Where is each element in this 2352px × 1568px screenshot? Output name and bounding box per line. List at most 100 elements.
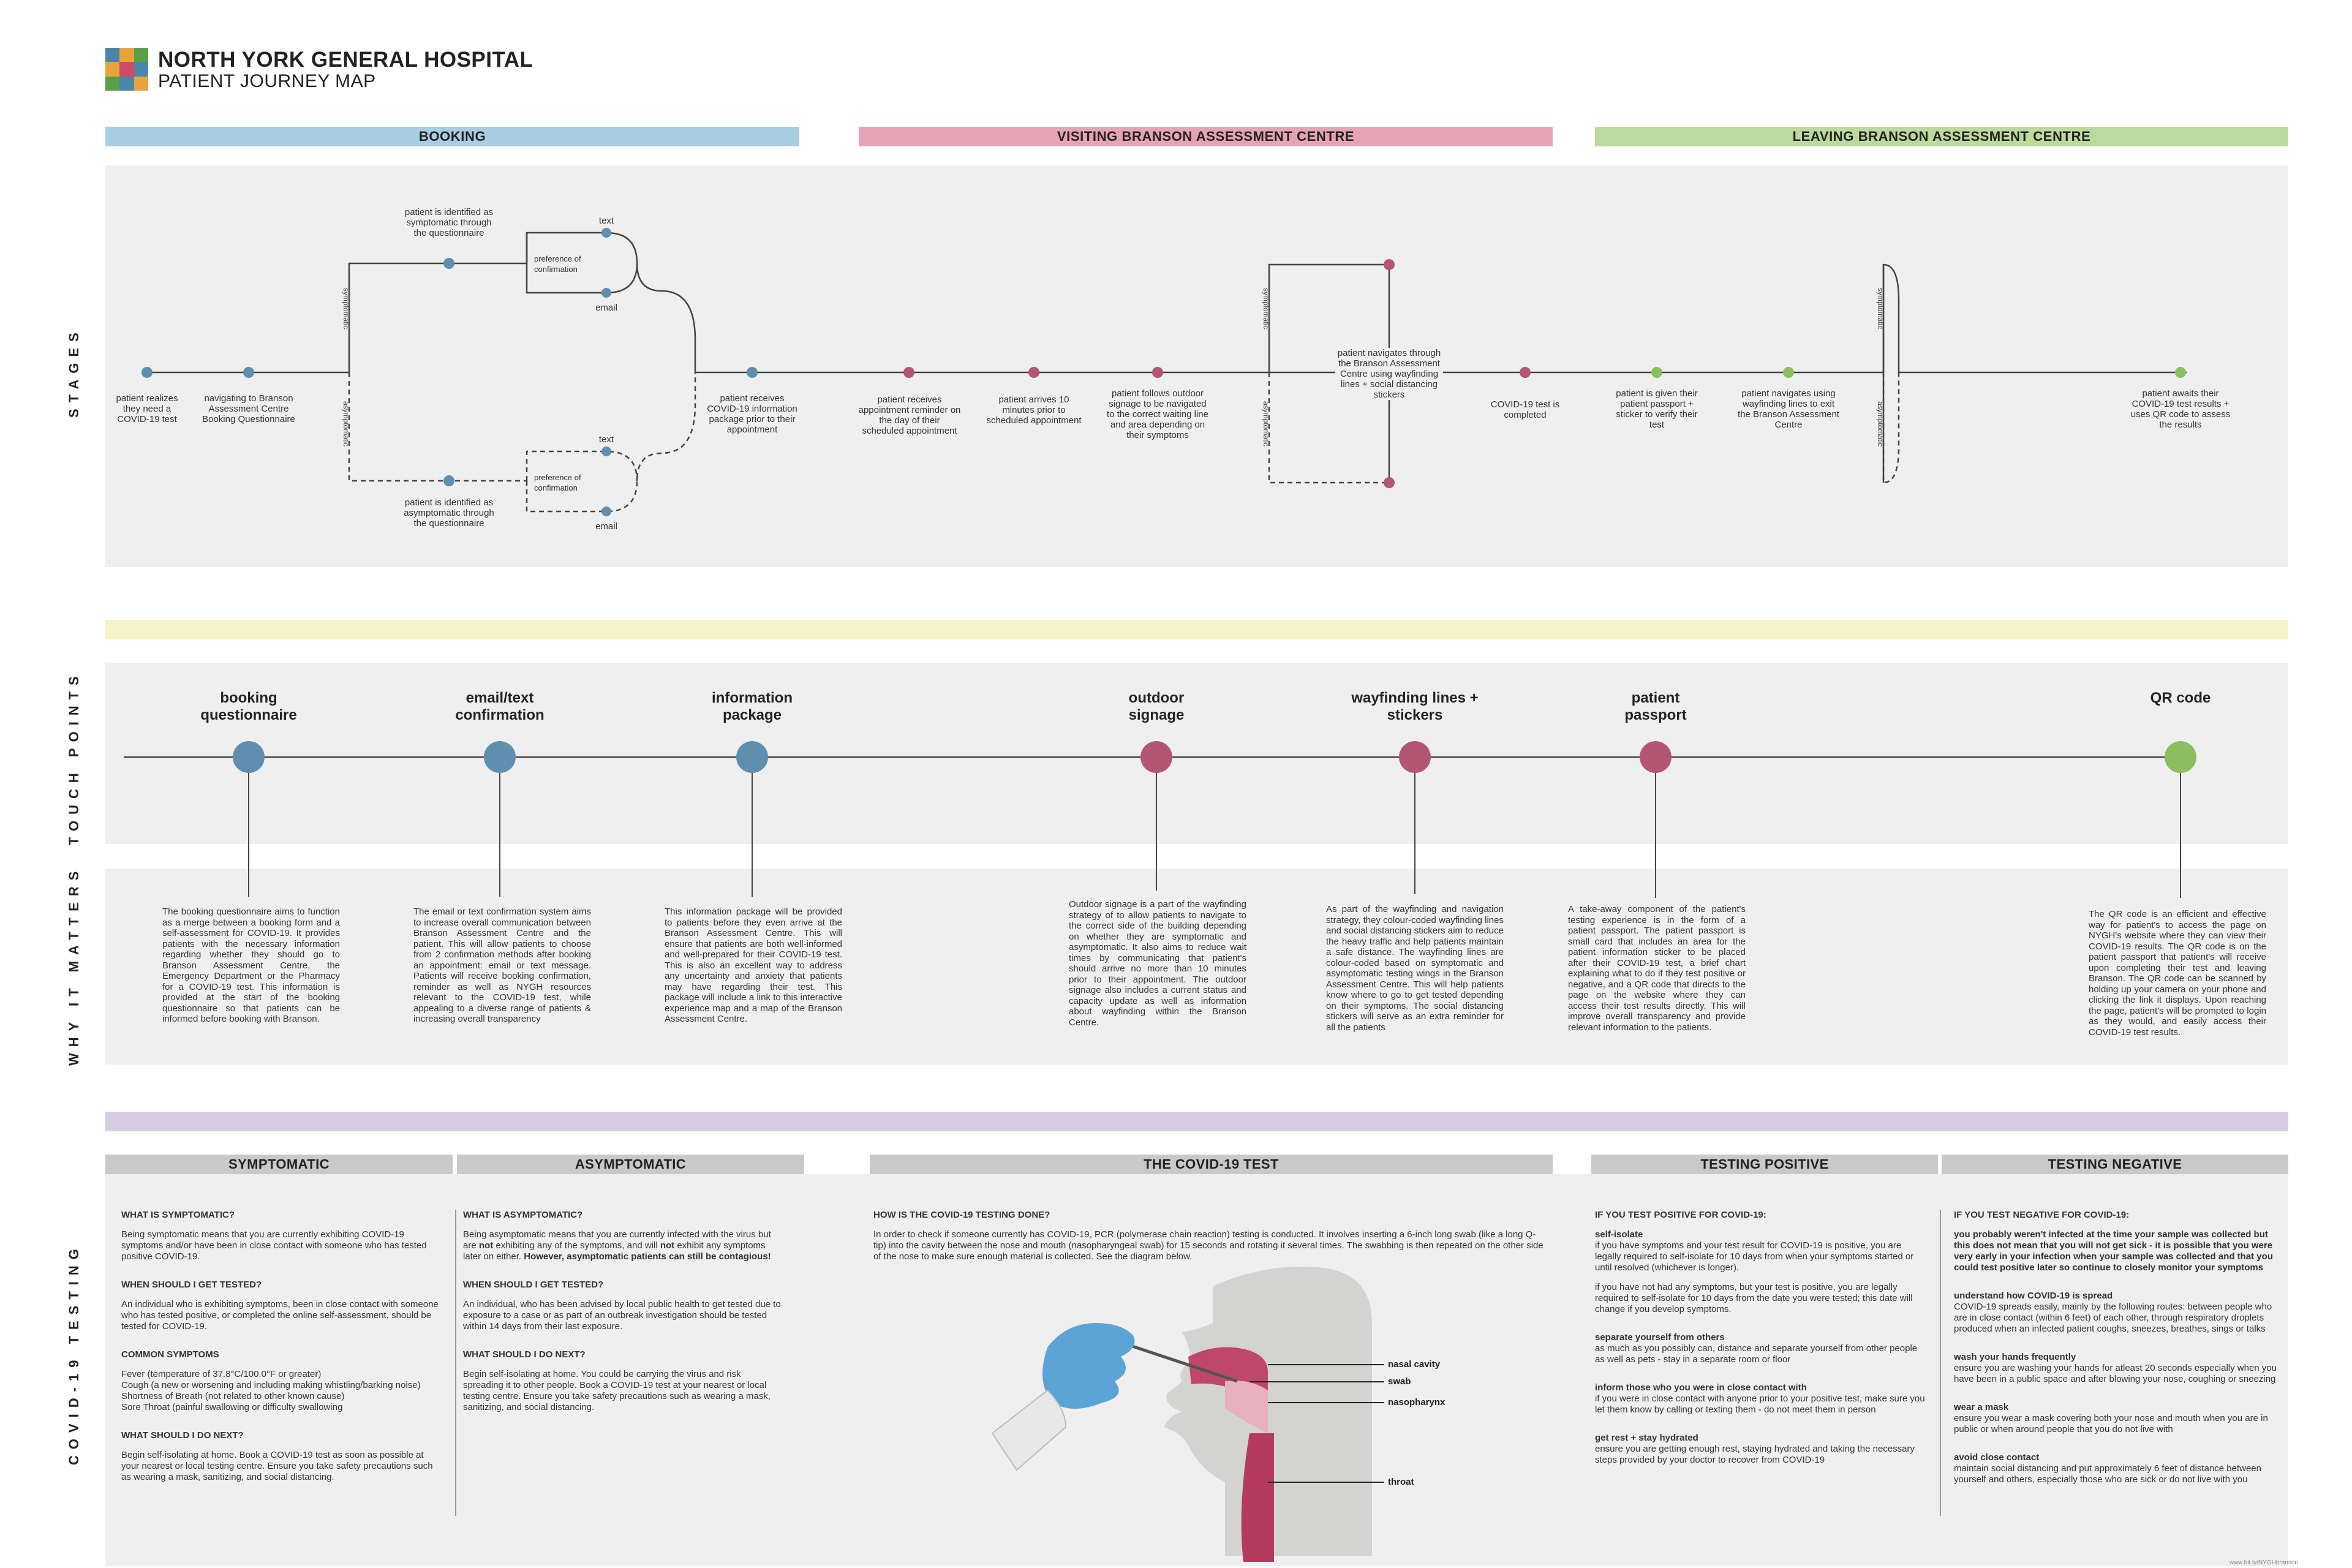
col-covid-test: HOW IS THE COVID-19 TESTING DONE? In ord…	[873, 1210, 1547, 1280]
page-title: NORTH YORK GENERAL HOSPITAL	[158, 48, 533, 72]
why-panel	[105, 869, 2288, 1065]
tp-label-wayfinding: wayfinding lines + stickers	[1351, 690, 1479, 723]
tp-label-qr: QR code	[2150, 690, 2211, 706]
why-booking: The booking questionnaire aims to functi…	[162, 907, 340, 1024]
main-flow-line	[147, 232, 1389, 374]
q-common-symptoms: COMMON SYMPTOMS	[121, 1349, 219, 1360]
col-testing-positive: IF YOU TEST POSITIVE FOR COVID-19: self-…	[1595, 1210, 1926, 1483]
header-asymptomatic: ASYMPTOMATIC	[457, 1155, 804, 1174]
q-if-positive: IF YOU TEST POSITIVE FOR COVID-19:	[1595, 1210, 1766, 1220]
footer-link[interactable]: www.bit.ly/NYGHbranson	[2229, 1559, 2298, 1566]
a-what-asymptomatic: Being asymptomatic means that you are cu…	[463, 1229, 782, 1262]
page-subtitle: PATIENT JOURNEY MAP	[158, 71, 376, 91]
stage-dot	[1152, 367, 1163, 378]
negative-subhead: avoid close contact	[1954, 1452, 2040, 1463]
stage-navigates-exit: patient navigates using wayfinding lines…	[1738, 388, 1839, 430]
a-what-symptomatic: Being symptomatic means that you are cur…	[121, 1229, 427, 1262]
hospital-logo	[105, 48, 148, 91]
nasopharynx	[1225, 1381, 1268, 1433]
label-throat: throat	[1388, 1477, 1414, 1487]
tp-label-booking: booking questionnaire	[200, 690, 297, 723]
a-what-next-asym: Begin self-isolating at home. You could …	[463, 1369, 771, 1412]
stage-identified-symptomatic: patient is identified as symptomatic thr…	[404, 207, 494, 238]
tp-dot-qr[interactable]	[2165, 741, 2196, 773]
stage-awaits-results: patient awaits their COVID-19 test resul…	[2130, 388, 2231, 430]
logo-cell	[119, 62, 134, 77]
stage-dot	[1384, 259, 1395, 270]
header-testing-negative: TESTING NEGATIVE	[1942, 1155, 2288, 1174]
header-testing-positive: TESTING POSITIVE	[1591, 1155, 1938, 1174]
phase-booking: BOOKING	[105, 127, 799, 146]
label-nasal-cavity: nasal cavity	[1388, 1359, 1441, 1370]
col-testing-negative: IF YOU TEST NEGATIVE FOR COVID-19: you p…	[1954, 1210, 2278, 1502]
logo-cell	[134, 62, 148, 77]
negative-text: maintain social distancing and put appro…	[1954, 1463, 2261, 1485]
stages-diagram	[141, 228, 2187, 516]
symptom-item: Shortness of Breath (not related to othe…	[121, 1391, 345, 1401]
positive-text: as much as you possibly can, distance an…	[1595, 1343, 1918, 1365]
symptom-item: Cough (a new or worsening and including …	[121, 1380, 421, 1390]
positive-subhead: separate yourself from others	[1595, 1332, 1725, 1343]
stage-dot	[1028, 367, 1039, 378]
touchpoints-diagram	[124, 741, 2196, 898]
stage-arrives: patient arrives 10 minutes prior to sche…	[986, 394, 1082, 426]
negative-text: COVID-19 spreads easily, mainly by the f…	[1954, 1302, 2272, 1334]
stage-dot	[747, 367, 758, 378]
stage-dot	[1651, 367, 1662, 378]
tp-dot-booking[interactable]	[233, 741, 265, 773]
negative-subhead: wear a mask	[1954, 1402, 2009, 1412]
throat	[1241, 1433, 1274, 1562]
negative-subhead: wash your hands frequently	[1954, 1352, 2076, 1362]
a-how-testing: In order to check if someone currently h…	[873, 1229, 1544, 1262]
q-what-symptomatic: WHAT IS SYMPTOMATIC?	[121, 1210, 235, 1220]
logo-cell	[105, 48, 120, 62]
logo-cell	[119, 48, 134, 62]
positive-text-2: if you have not had any symptoms, but yo…	[1595, 1282, 1913, 1314]
stage-dot	[141, 367, 153, 378]
header-covid-test: THE COVID-19 TEST	[870, 1155, 1553, 1174]
stage-identified-asymptomatic: patient is identified as asymptomatic th…	[404, 497, 494, 529]
why-package: This information package will be provide…	[665, 907, 842, 1024]
q-how-testing: HOW IS THE COVID-19 TESTING DONE?	[873, 1210, 1050, 1220]
text-bold: not	[478, 1240, 494, 1251]
phase-visiting: VISITING BRANSON ASSESSMENT CENTRE	[859, 127, 1553, 146]
text-bold: not	[660, 1240, 675, 1251]
tp-dot-confirmation[interactable]	[484, 741, 516, 773]
stage-navigating: navigating to Branson Assessment Centre …	[202, 393, 295, 424]
tp-dot-signage[interactable]	[1140, 741, 1172, 773]
a-when-tested: An individual who is exhibiting symptoms…	[121, 1299, 439, 1332]
touchpoints-band	[105, 620, 2288, 639]
asym-leave-line	[1882, 372, 1900, 484]
stage-dot	[1783, 367, 1794, 378]
label-nasopharynx: nasopharynx	[1388, 1397, 1446, 1408]
stage-dot	[1384, 477, 1395, 488]
tp-dot-wayfinding[interactable]	[1399, 741, 1431, 773]
stage-dots	[141, 228, 2186, 516]
tp-label-confirmation: email/text confirmation	[455, 690, 545, 723]
positive-subhead: get rest + stay hydrated	[1595, 1433, 1698, 1443]
divider	[1940, 1210, 1941, 1516]
stage-test-completed: COVID-19 test is completed	[1490, 399, 1560, 420]
stage-given-passport: patient is given their patient passport …	[1616, 388, 1698, 430]
q-if-negative: IF YOU TEST NEGATIVE FOR COVID-19:	[1954, 1210, 2130, 1220]
stage-dot	[601, 288, 611, 298]
why-confirmation: The email or text confirmation system ai…	[413, 907, 591, 1024]
branch-asymptomatic-visit: asymptomatic	[1262, 401, 1270, 447]
why-passport: A take-away component of the patient's t…	[1568, 904, 1746, 1033]
asym-flow-line	[348, 372, 696, 513]
positive-text: ensure you are getting enough rest, stay…	[1595, 1444, 1915, 1465]
coat-sleeve	[991, 1389, 1067, 1471]
stage-dot	[601, 228, 611, 238]
negative-subhead: understand how COVID-19 is spread	[1954, 1291, 2113, 1301]
branch-symptomatic-visit: symptomatic	[1262, 288, 1270, 330]
tp-dot-package[interactable]	[736, 741, 768, 773]
stage-dot	[243, 367, 254, 378]
header-symptomatic: SYMPTOMATIC	[105, 1155, 453, 1174]
logo-cell	[105, 76, 120, 91]
tp-dot-passport[interactable]	[1640, 741, 1672, 773]
